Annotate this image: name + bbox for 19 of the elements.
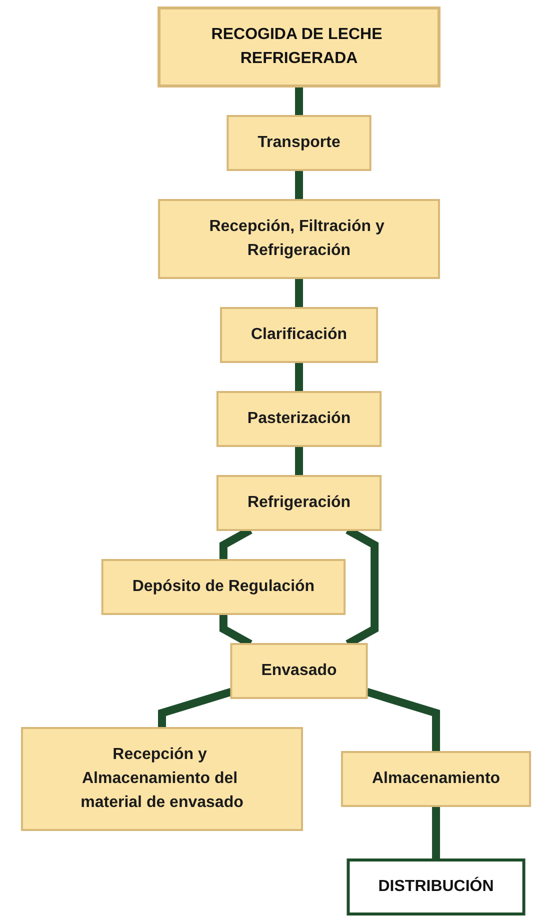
node-box: Refrigeración (216, 475, 382, 531)
connector (294, 446, 303, 476)
node-box: Clarificación (220, 307, 378, 363)
node-box: DISTRIBUCIÓN (346, 858, 526, 916)
node-box: Almacenamiento (340, 751, 532, 807)
node-box: Depósito de Regulación (101, 559, 346, 615)
node-box: RECOGIDA DE LECHE REFRIGERADA (157, 6, 440, 88)
connector (158, 688, 232, 728)
node-box: Recepción y Almacenamiento del material de envasado (20, 727, 303, 831)
node-box: Envasado (230, 643, 368, 699)
node-box: Pasterización (216, 391, 382, 447)
connector (366, 688, 440, 752)
connector (294, 278, 303, 308)
connector (432, 806, 440, 860)
connector (294, 86, 303, 116)
node-box: Recepción, Filtración y Refrigeración (158, 199, 440, 279)
node-box: Transporte (226, 115, 372, 171)
connector (294, 170, 303, 200)
connector (294, 362, 303, 392)
